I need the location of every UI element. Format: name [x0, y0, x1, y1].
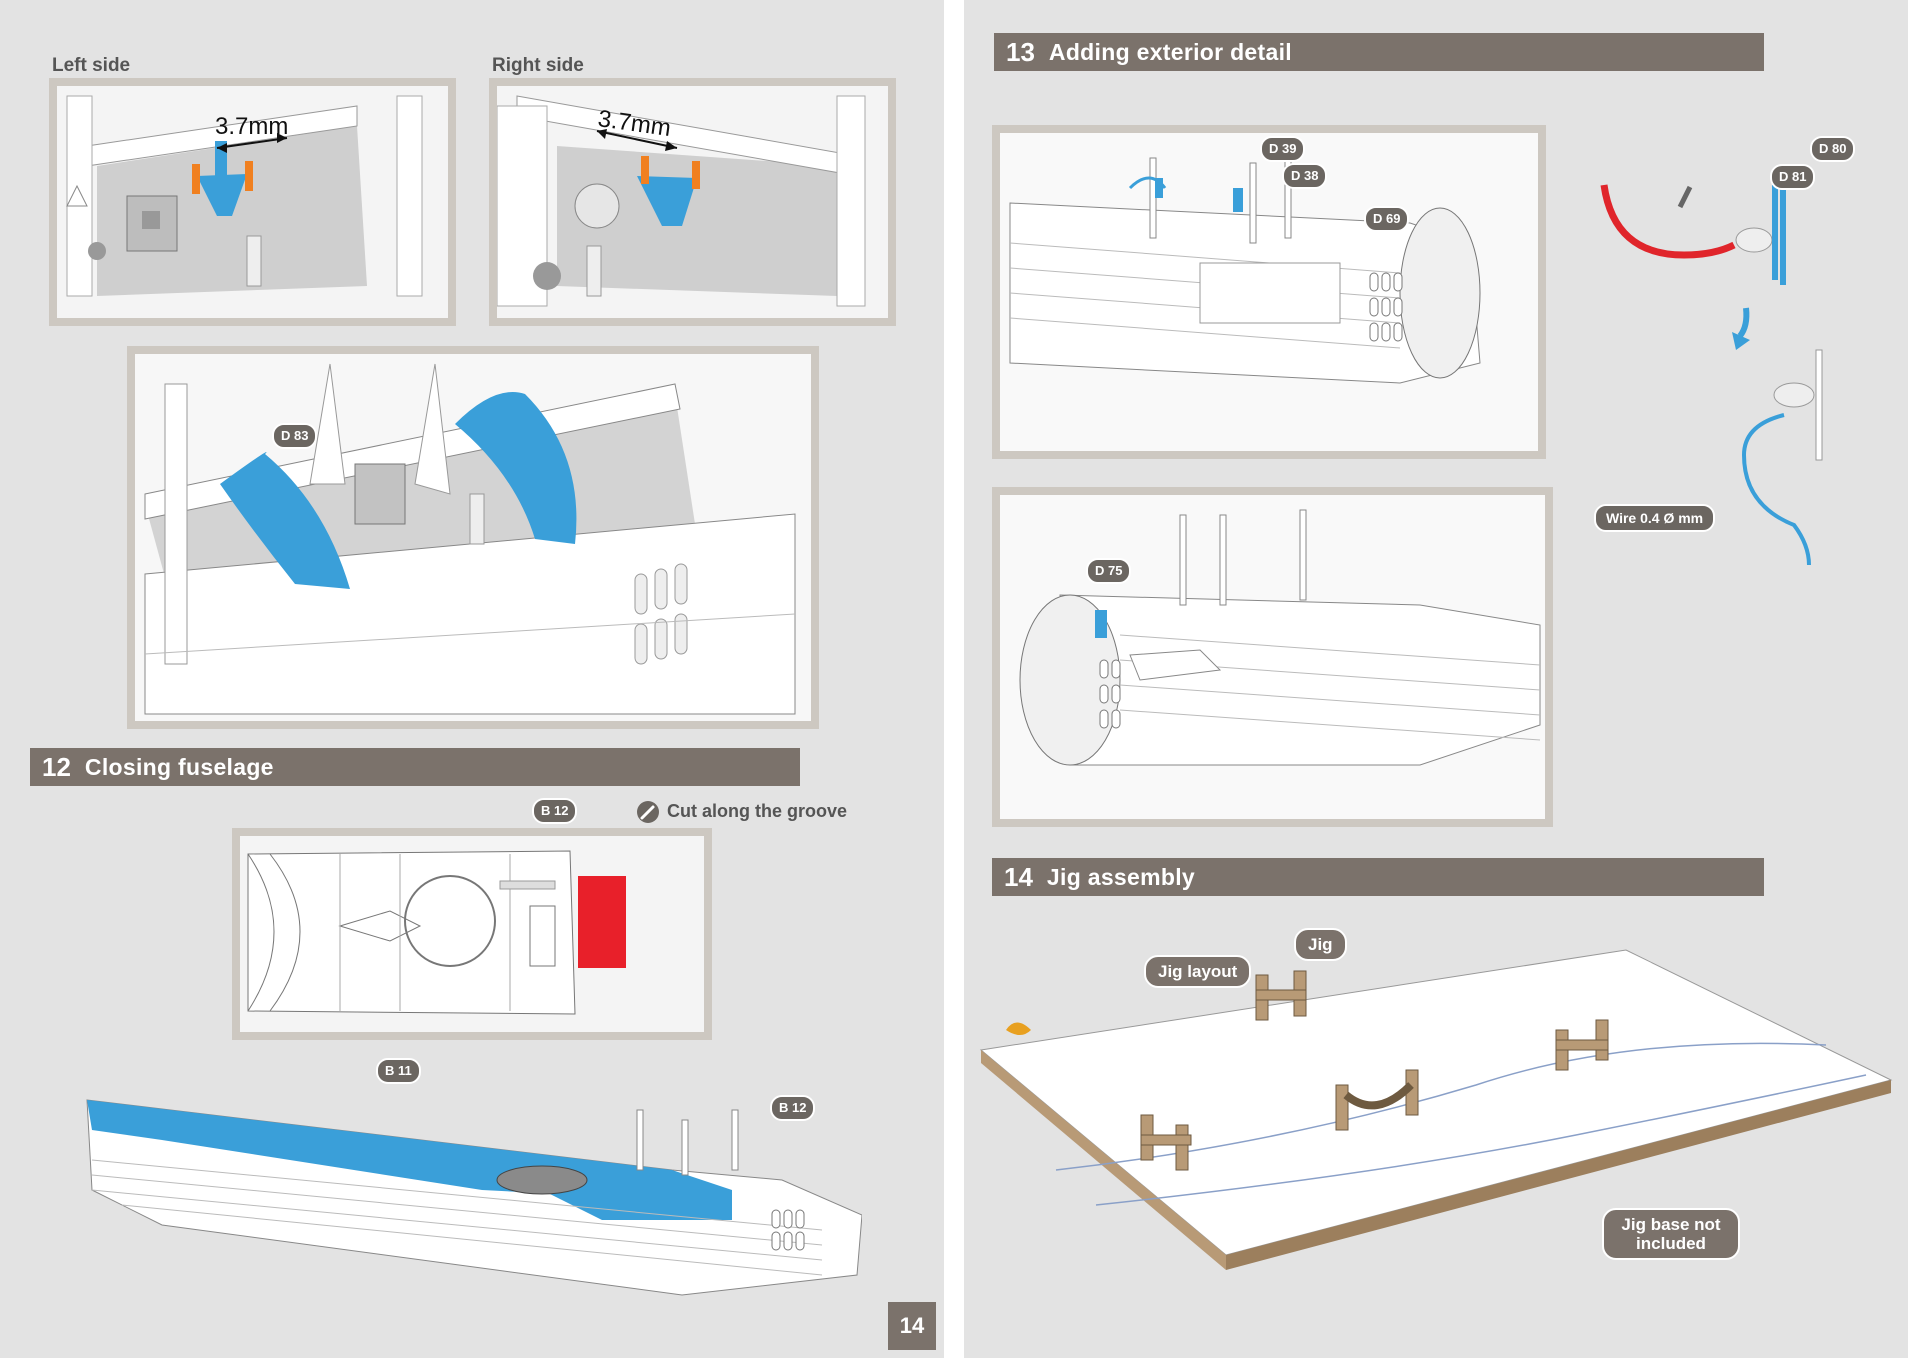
part-badge-d38: D 38 — [1282, 163, 1328, 189]
jig-board-drawing — [979, 949, 1893, 1270]
jig-label: Jig — [1294, 928, 1347, 961]
arrow-down-icon — [1728, 306, 1760, 352]
exterior-bottom-drawing — [1000, 495, 1545, 819]
step-13-title: Adding exterior detail — [1048, 38, 1292, 65]
left-side-illustration: 3.7mm — [49, 78, 456, 326]
left-page: Left side Right side 3.7mm — [0, 0, 944, 1358]
wire-detail-illustration — [1594, 125, 1824, 566]
right-page: 13 Adding exterior detail — [964, 0, 1908, 1358]
step-12-title: Closing fuselage — [84, 753, 274, 780]
part-badge-d39: D 39 — [1260, 136, 1306, 162]
cut-note: Cut along the groove — [667, 801, 847, 821]
step-13-header: 13 Adding exterior detail — [994, 33, 1764, 71]
right-side-illustration: 3.7mm — [489, 78, 896, 326]
part-badge-d83: D 83 — [272, 423, 318, 449]
step-13-number: 13 — [1006, 36, 1035, 67]
part-badge-d81: D 81 — [1770, 164, 1816, 190]
part-badge-d69: D 69 — [1364, 206, 1410, 232]
exterior-detail-bottom — [992, 487, 1553, 827]
step-14-title: Jig assembly — [1046, 863, 1195, 890]
page-gutter — [944, 0, 964, 1358]
right-side-drawing: 3.7mm — [497, 86, 888, 318]
step-12-number: 12 — [42, 751, 71, 782]
fuselage-drawing — [86, 1099, 863, 1296]
step-14-number: 14 — [1004, 861, 1033, 892]
part-badge-d75: D 75 — [1086, 558, 1132, 584]
left-side-drawing: 3.7mm — [57, 86, 448, 318]
jig-board-illustration — [976, 935, 1896, 1275]
part-badge-b12-top: B 12 — [532, 798, 578, 824]
exterior-top-drawing — [1000, 133, 1538, 451]
jig-layout-label: Jig layout — [1144, 955, 1252, 988]
part-badge-d80: D 80 — [1810, 136, 1856, 162]
wire-detail-drawing — [1600, 175, 1823, 566]
b12-part-drawing — [240, 836, 704, 1032]
page-number: 14 — [888, 1302, 936, 1350]
step-12-header: 12 Closing fuselage — [30, 748, 800, 786]
fuselage-illustration — [82, 1060, 863, 1300]
measure-left: 3.7mm — [215, 113, 288, 140]
bulkhead-illustration — [127, 346, 819, 729]
exterior-detail-top — [992, 125, 1546, 459]
part-badge-b12-fuselage: B 12 — [770, 1095, 816, 1121]
jig-base-label: Jig base not included — [1602, 1208, 1740, 1260]
b12-part-panel — [232, 828, 712, 1040]
part-badge-b11: B 11 — [376, 1058, 421, 1084]
step-14-header: 14 Jig assembly — [992, 858, 1764, 896]
left-side-caption: Left side — [52, 55, 131, 76]
right-side-caption: Right side — [492, 55, 584, 76]
bulkhead-drawing — [135, 354, 811, 721]
knife-icon — [636, 800, 660, 824]
wire-label: Wire 0.4 Ø mm — [1594, 504, 1716, 532]
